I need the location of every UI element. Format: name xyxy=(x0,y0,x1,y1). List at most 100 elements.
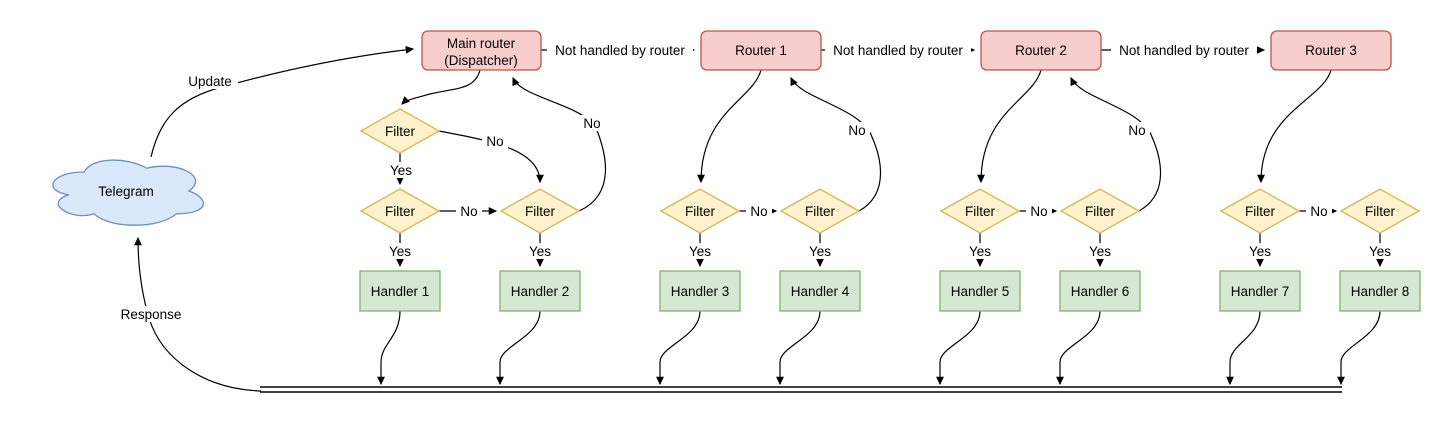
filter-label: Filter xyxy=(1245,204,1276,219)
edge-main-router-to-filter xyxy=(401,69,481,105)
main-router-label-line1: Main router xyxy=(447,36,516,51)
filter-diamond-shape xyxy=(779,188,861,234)
edge-response xyxy=(134,236,262,392)
label-bg xyxy=(1124,122,1150,138)
handler-3-box xyxy=(659,270,741,312)
cloud-icon xyxy=(52,159,205,226)
edge-router3-to-filter xyxy=(1257,69,1332,184)
yes-label: Yes xyxy=(389,244,411,259)
label-bg xyxy=(525,243,555,259)
label-bg xyxy=(965,243,995,259)
handler-7-box xyxy=(1219,270,1301,312)
handler-5-box xyxy=(939,270,1021,312)
edge-router2-to-filter xyxy=(977,69,1042,184)
yes-label: Yes xyxy=(390,163,412,178)
label-bg xyxy=(844,122,870,138)
filter-router3-right-node: Filter xyxy=(1339,188,1421,234)
main-router-node: Main router (Dispatcher) xyxy=(421,30,542,71)
handler-4-label: Handler 4 xyxy=(791,284,850,299)
filter-main-left-node: Filter xyxy=(359,188,441,234)
filter-label: Filter xyxy=(965,204,996,219)
handler-4-box xyxy=(779,270,861,312)
label-bg xyxy=(482,133,508,149)
label-not-handled-3: Not handled by router xyxy=(1111,42,1257,59)
filter-diamond-shape xyxy=(359,108,441,154)
label-yes-main-top: Yes xyxy=(386,162,416,178)
filter-label: Filter xyxy=(525,204,556,219)
label-update: Update xyxy=(182,73,238,89)
label-not-handled-2: Not handled by router xyxy=(825,42,971,59)
edge-main-loop-no xyxy=(512,76,607,212)
handler-1-box xyxy=(359,270,441,312)
filter-router3-left-node: Filter xyxy=(1219,188,1301,234)
no-label: No xyxy=(1310,204,1327,219)
main-router-label-line2: (Dispatcher) xyxy=(444,53,518,68)
label-bg xyxy=(547,42,693,59)
edge-router1-loop-no xyxy=(790,76,882,212)
label-no-main-curve: No xyxy=(482,133,508,149)
label-no-router2-row: No xyxy=(1026,203,1052,219)
label-yes-7: Yes xyxy=(1245,243,1275,259)
router-1-label: Router 1 xyxy=(735,43,787,58)
edge-handler-8-drop xyxy=(1337,310,1381,386)
edge-handler-1-drop xyxy=(377,310,401,386)
no-label: No xyxy=(750,204,767,219)
yes-label: Yes xyxy=(1369,244,1391,259)
label-bg xyxy=(182,73,238,89)
label-bg xyxy=(1111,42,1257,59)
router-2-box xyxy=(980,30,1102,71)
label-no-router3-row: No xyxy=(1306,203,1332,219)
yes-label: Yes xyxy=(1249,244,1271,259)
router-2-node: Router 2 xyxy=(980,30,1102,71)
not-handled-label: Not handled by router xyxy=(833,43,963,58)
handler-6-box xyxy=(1059,270,1141,312)
label-yes-3: Yes xyxy=(685,243,715,259)
nodes: Telegram Main router (Dispatcher) Router… xyxy=(52,30,1421,312)
no-label: No xyxy=(1030,204,1047,219)
no-label: No xyxy=(583,116,600,131)
handler-6-node: Handler 6 xyxy=(1059,270,1141,312)
filter-router2-right-node: Filter xyxy=(1059,188,1141,234)
label-no-router1-loop: No xyxy=(844,122,870,138)
response-label: Response xyxy=(121,307,182,322)
yes-label: Yes xyxy=(969,244,991,259)
edge-handler-4-drop xyxy=(776,310,821,386)
filter-label: Filter xyxy=(805,204,836,219)
label-bg xyxy=(1306,203,1332,219)
filter-diamond-shape xyxy=(359,188,441,234)
filter-diamond-shape xyxy=(1059,188,1141,234)
router-1-node: Router 1 xyxy=(700,30,822,71)
yes-label: Yes xyxy=(1089,244,1111,259)
no-label: No xyxy=(486,134,503,149)
label-yes-4: Yes xyxy=(805,243,835,259)
label-bg xyxy=(685,243,715,259)
handler-8-label: Handler 8 xyxy=(1351,284,1410,299)
label-yes-5: Yes xyxy=(965,243,995,259)
filter-label: Filter xyxy=(1085,204,1116,219)
telegram-label: Telegram xyxy=(98,184,154,199)
filter-main-top-node: Filter xyxy=(359,108,441,154)
filter-label: Filter xyxy=(685,204,716,219)
label-yes-1: Yes xyxy=(385,243,415,259)
not-handled-label: Not handled by router xyxy=(1119,43,1249,58)
yes-label: Yes xyxy=(529,244,551,259)
edge-handler-2-drop xyxy=(496,310,541,386)
edges xyxy=(134,45,1384,393)
handler-8-box xyxy=(1339,270,1421,312)
label-bg xyxy=(1365,243,1395,259)
filter-label: Filter xyxy=(1365,204,1396,219)
label-no-main-loop: No xyxy=(579,115,605,131)
handler-1-node: Handler 1 xyxy=(359,270,441,312)
label-bg xyxy=(456,203,482,219)
router-2-label: Router 2 xyxy=(1015,43,1067,58)
router-3-label: Router 3 xyxy=(1305,43,1357,58)
handler-7-label: Handler 7 xyxy=(1231,284,1290,299)
filter-router2-left-node: Filter xyxy=(939,188,1021,234)
handler-7-node: Handler 7 xyxy=(1219,270,1301,312)
no-label: No xyxy=(460,204,477,219)
no-label: No xyxy=(1128,123,1145,138)
handler-3-node: Handler 3 xyxy=(659,270,741,312)
label-bg xyxy=(1245,243,1275,259)
